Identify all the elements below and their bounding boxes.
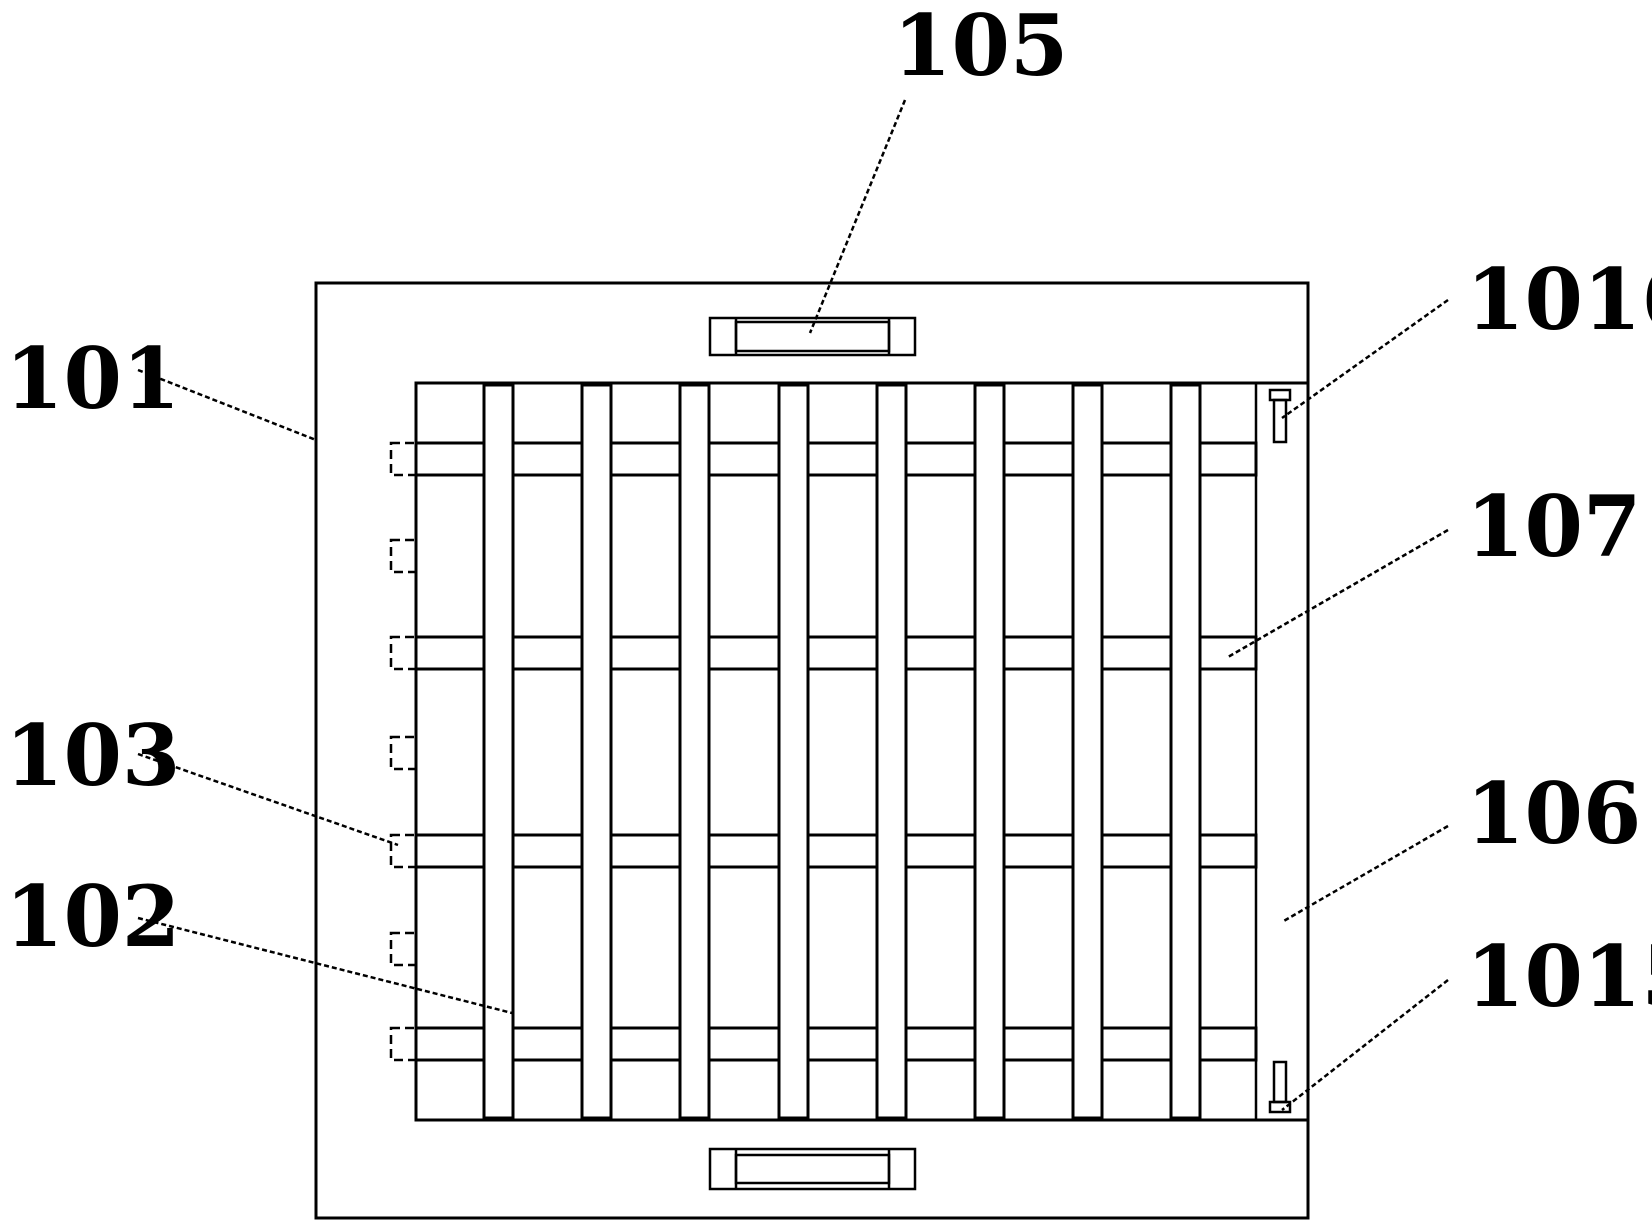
handle-top (708, 316, 917, 357)
label-106: 106 (1466, 764, 1641, 863)
latch-bolt-bottom (1268, 1060, 1292, 1114)
handle-bottom (708, 1147, 917, 1191)
label-1015: 1015 (1466, 927, 1652, 1026)
label-107: 107 (1466, 477, 1641, 576)
label-103: 103 (5, 706, 180, 805)
hinges (389, 441, 418, 1062)
grille-panel (389, 381, 1310, 1122)
leader-lines (137, 99, 1449, 1111)
label-105: 105 (893, 0, 1068, 95)
horizontal-rails (414, 441, 1258, 1062)
latch-bolt-top (1268, 388, 1292, 444)
vertical-bars (482, 383, 1202, 1120)
outer-frame (314, 281, 1310, 1220)
label-1016: 1016 (1466, 250, 1652, 349)
label-102: 102 (5, 867, 180, 966)
label-101: 101 (5, 329, 180, 428)
